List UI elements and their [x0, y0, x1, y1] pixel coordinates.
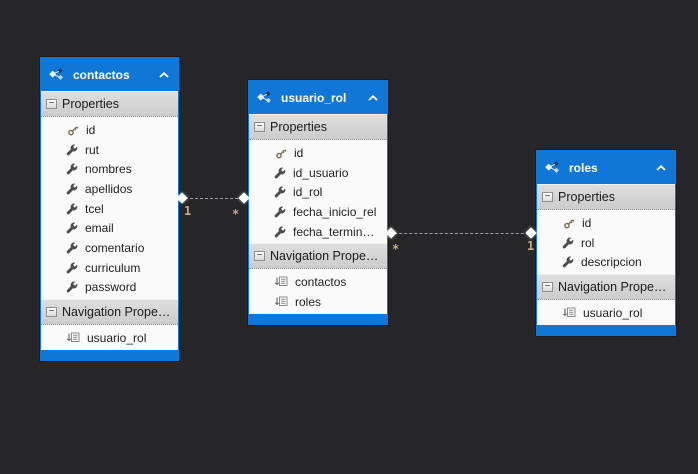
- collapse-chevron-icon[interactable]: [159, 72, 169, 78]
- section-label: Properties: [558, 190, 615, 204]
- wrench-icon: [66, 281, 78, 293]
- property-row[interactable]: id: [537, 213, 675, 233]
- navigation-row[interactable]: roles: [249, 292, 387, 312]
- navigation-property-icon: [274, 276, 288, 288]
- association-line[interactable]: [389, 233, 534, 234]
- properties-section-header[interactable]: − Properties: [41, 91, 178, 117]
- entity-contactos-header[interactable]: contactos: [41, 58, 178, 91]
- property-row[interactable]: id: [41, 120, 178, 140]
- key-icon: [274, 146, 287, 159]
- properties-section-header[interactable]: − Properties: [249, 114, 387, 140]
- wrench-icon: [66, 203, 78, 215]
- property-row[interactable]: fecha_inicio_rel: [249, 202, 387, 222]
- entity-roles-header[interactable]: roles: [537, 151, 675, 184]
- collapse-chevron-icon[interactable]: [656, 165, 666, 171]
- property-row[interactable]: curriculum: [41, 258, 178, 278]
- wrench-icon: [274, 167, 286, 179]
- properties-section-header[interactable]: − Properties: [537, 184, 675, 210]
- collapse-box-icon[interactable]: −: [46, 99, 57, 109]
- key-icon: [562, 216, 575, 229]
- entity-footer-bar: [41, 349, 178, 360]
- multiplicity-label: 1: [184, 204, 192, 218]
- property-row[interactable]: descripcion: [537, 252, 675, 272]
- property-row[interactable]: apellidos: [41, 179, 178, 199]
- navigation-property-icon: [274, 296, 288, 308]
- properties-list: id rol descripcion: [537, 210, 675, 275]
- key-icon: [66, 123, 79, 136]
- navigation-row[interactable]: usuario_rol: [537, 303, 675, 323]
- entity-title: contactos: [73, 67, 130, 82]
- properties-list: id id_usuario id_rol fecha_inicio_rel fe…: [249, 140, 387, 244]
- property-row[interactable]: password: [41, 278, 178, 298]
- navigation-section-header[interactable]: − Navigation Prope…: [41, 299, 178, 326]
- entity-usuario-rol-header[interactable]: usuario_rol: [249, 81, 387, 114]
- property-row[interactable]: nombres: [41, 159, 178, 179]
- multiplicity-label: 1: [527, 239, 535, 253]
- wrench-icon: [66, 222, 78, 234]
- entity-roles[interactable]: roles − Properties id rol descripcion − …: [536, 150, 676, 336]
- multiplicity-label: *: [232, 207, 240, 221]
- wrench-icon: [66, 242, 78, 254]
- entity-footer-bar: [537, 324, 675, 335]
- navigation-list: usuario_rol: [537, 300, 675, 325]
- navigation-property-icon: [66, 332, 80, 344]
- collapse-chevron-icon[interactable]: [368, 95, 378, 101]
- property-row[interactable]: rol: [537, 233, 675, 253]
- navigation-section-header[interactable]: − Navigation Prope…: [249, 243, 387, 270]
- wrench-icon: [274, 186, 286, 198]
- section-label: Properties: [62, 97, 119, 111]
- wrench-icon: [66, 144, 78, 156]
- collapse-box-icon[interactable]: −: [254, 122, 265, 132]
- navigation-list: contactos roles: [249, 269, 387, 314]
- wrench-icon: [66, 163, 78, 175]
- property-row[interactable]: email: [41, 218, 178, 238]
- entity-title: usuario_rol: [281, 90, 347, 105]
- navigation-section-header[interactable]: − Navigation Prope…: [537, 274, 675, 301]
- navigation-list: usuario_rol: [41, 325, 178, 350]
- entity-footer-bar: [249, 313, 387, 324]
- entity-contactos[interactable]: contactos − Properties id rut nombres ap…: [40, 57, 179, 361]
- entity-icon: [545, 161, 561, 175]
- collapse-box-icon[interactable]: −: [254, 251, 265, 262]
- multiplicity-label: *: [392, 242, 400, 256]
- section-label: Properties: [270, 120, 327, 134]
- section-label: Navigation Prope…: [558, 280, 667, 295]
- wrench-icon: [562, 256, 574, 268]
- properties-list: id rut nombres apellidos tcel email come…: [41, 117, 178, 300]
- property-row[interactable]: id_rol: [249, 182, 387, 202]
- wrench-icon: [66, 262, 78, 274]
- entity-icon: [257, 91, 273, 105]
- navigation-row[interactable]: usuario_rol: [41, 328, 178, 348]
- property-row[interactable]: fecha_termin…: [249, 222, 387, 242]
- wrench-icon: [562, 237, 574, 249]
- property-row[interactable]: rut: [41, 140, 178, 160]
- wrench-icon: [274, 226, 286, 238]
- property-row[interactable]: tcel: [41, 199, 178, 219]
- association-endpoint-diamond: [525, 227, 537, 239]
- navigation-row[interactable]: contactos: [249, 272, 387, 292]
- entity-usuario-rol[interactable]: usuario_rol − Properties id id_usuario i…: [248, 80, 388, 325]
- section-label: Navigation Prope…: [270, 249, 379, 264]
- wrench-icon: [274, 206, 286, 218]
- collapse-box-icon[interactable]: −: [46, 307, 57, 318]
- section-label: Navigation Prope…: [62, 305, 171, 320]
- property-row[interactable]: id: [249, 143, 387, 163]
- collapse-box-icon[interactable]: −: [542, 192, 553, 202]
- property-row[interactable]: id_usuario: [249, 163, 387, 183]
- entity-icon: [49, 68, 65, 82]
- association-line[interactable]: [180, 198, 248, 199]
- entity-title: roles: [569, 160, 598, 175]
- navigation-property-icon: [562, 307, 576, 319]
- collapse-box-icon[interactable]: −: [542, 282, 553, 293]
- wrench-icon: [66, 183, 78, 195]
- property-row[interactable]: comentario: [41, 238, 178, 258]
